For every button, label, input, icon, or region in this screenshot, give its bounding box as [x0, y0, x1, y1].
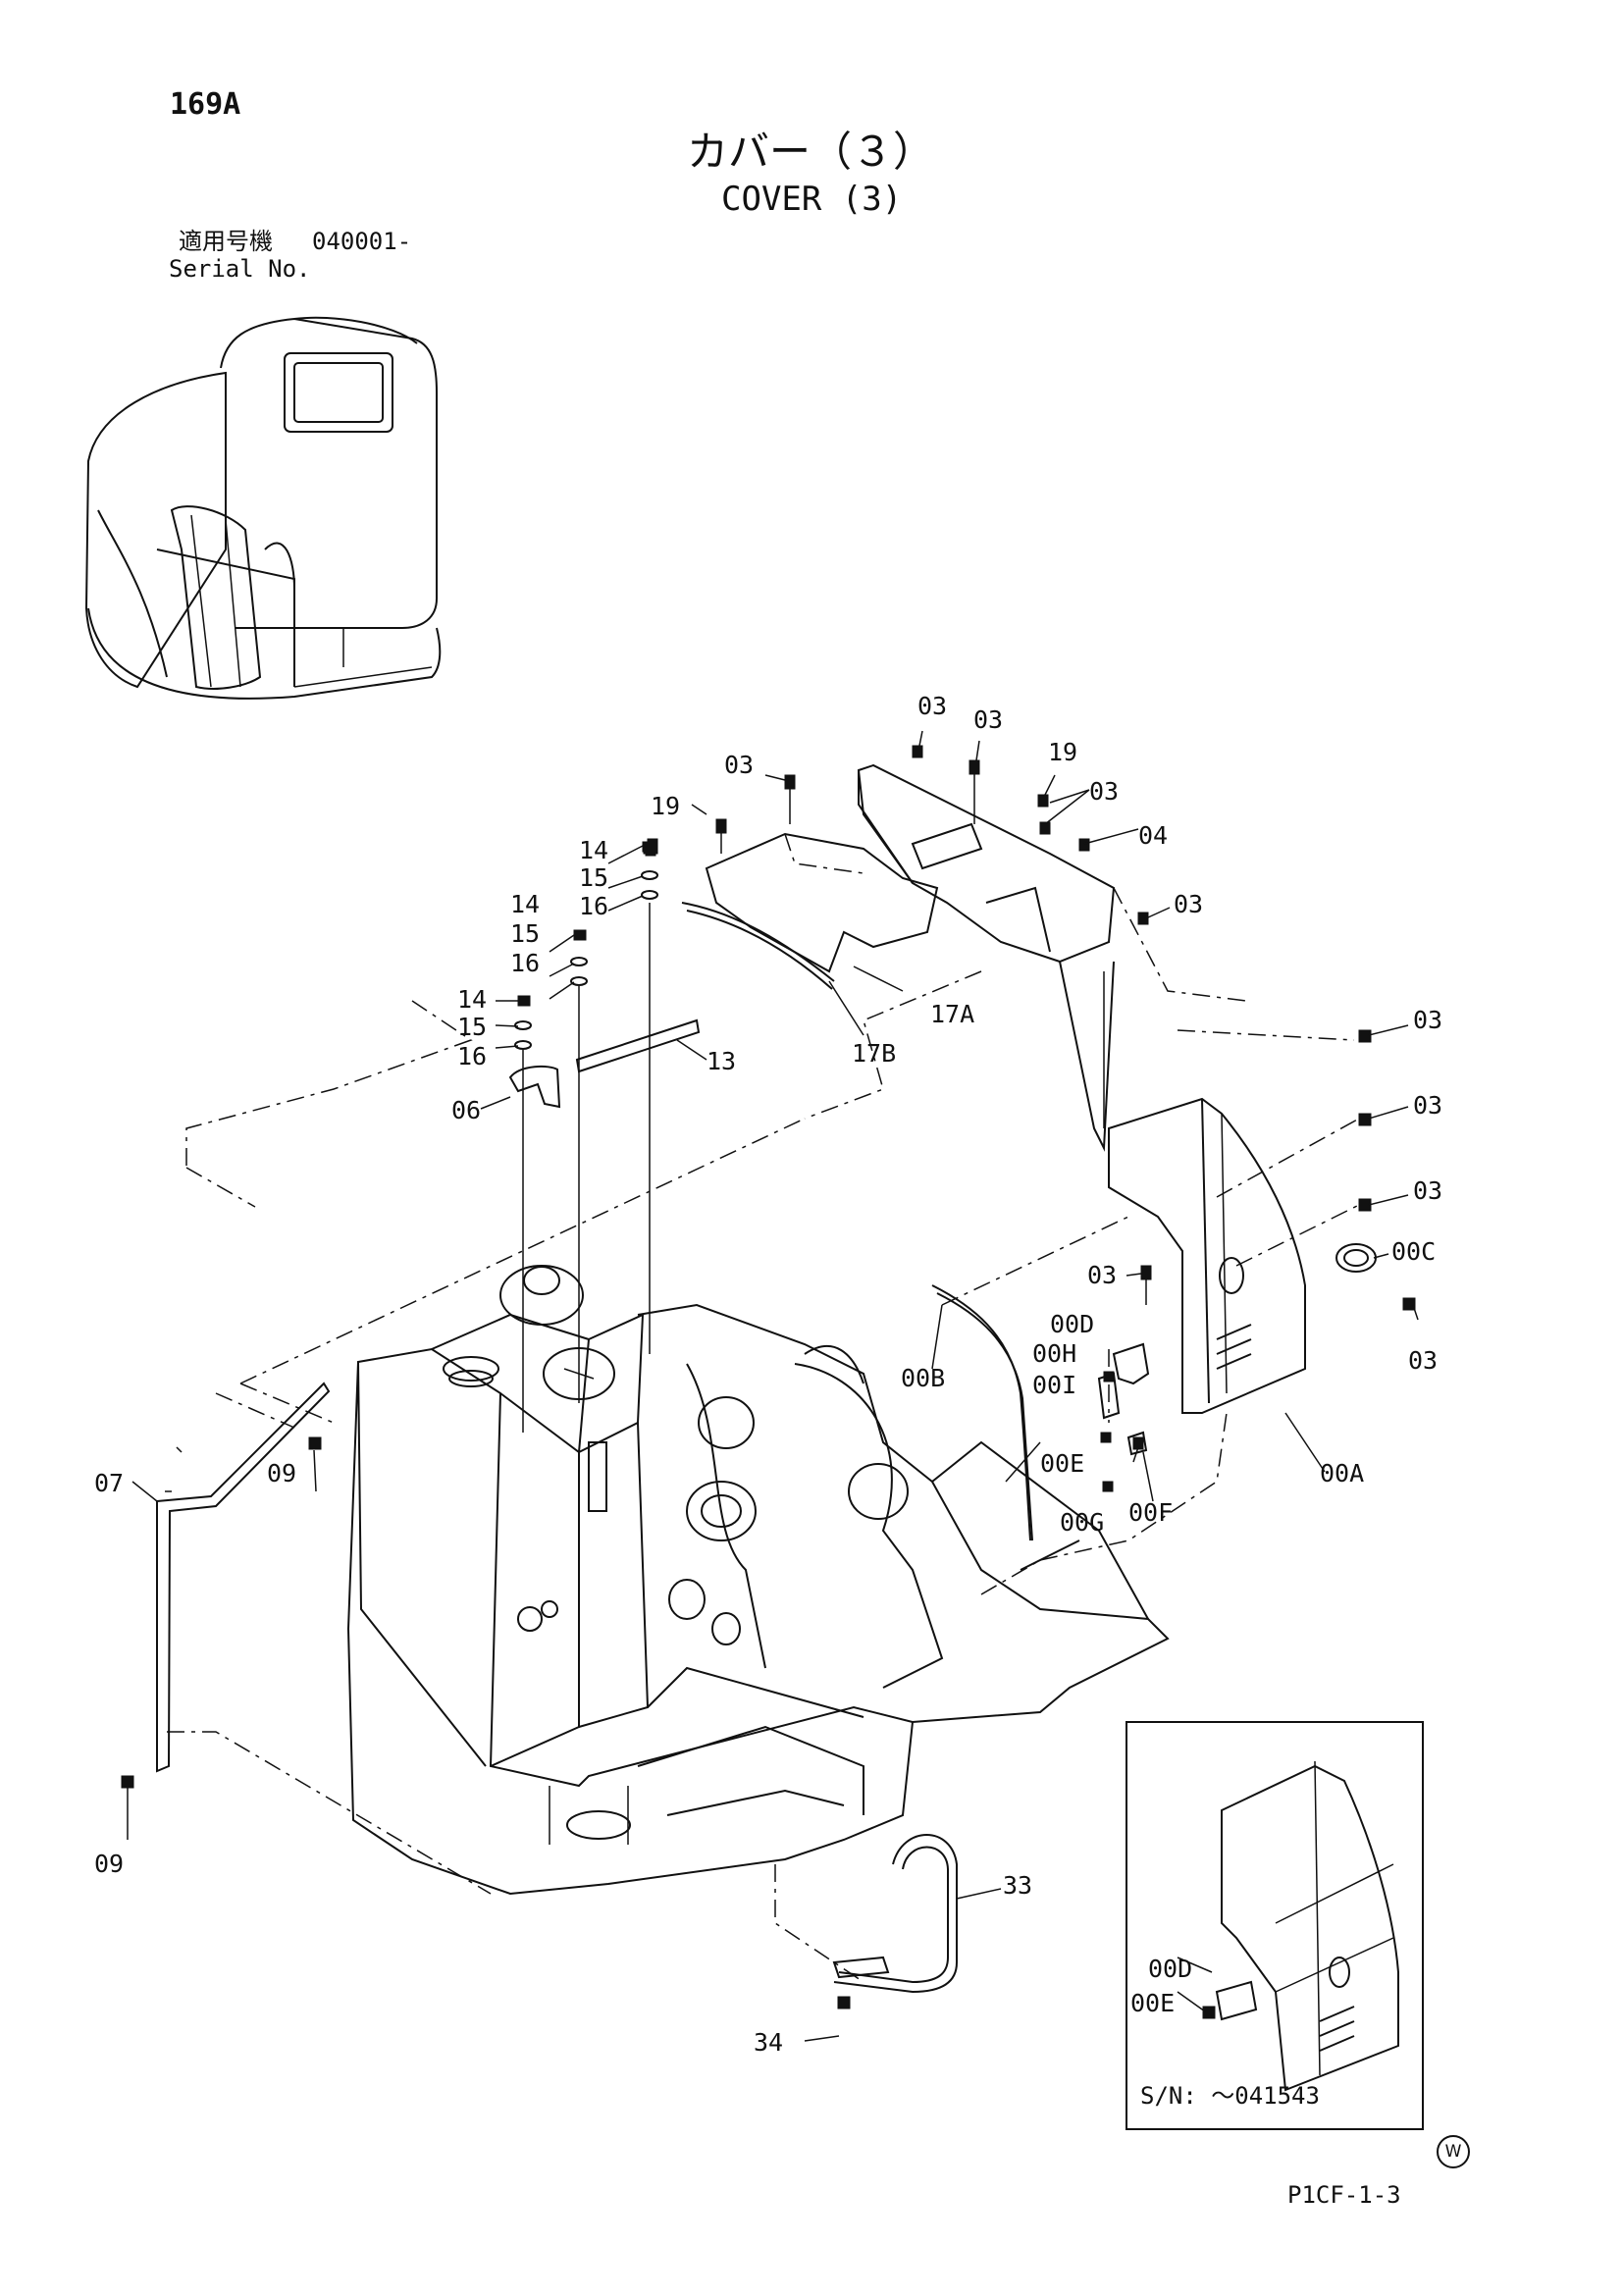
label-00G: 00G: [1060, 1508, 1104, 1537]
cover-17A-panel: [681, 763, 1116, 1152]
label-04: 04: [1138, 821, 1168, 850]
grab-handle-33: [832, 1834, 958, 1994]
label-16: 16: [457, 1042, 487, 1070]
label-03: 03: [1413, 1176, 1442, 1205]
label-19: 19: [651, 792, 680, 820]
serial-from: 040001-: [312, 228, 412, 255]
label-00E: 00E: [1040, 1449, 1084, 1478]
reference-code: P1CF-1-3: [1287, 2181, 1401, 2209]
label-00D: 00D: [1050, 1310, 1094, 1338]
label-03: 03: [724, 751, 754, 779]
label-34: 34: [754, 2028, 783, 2057]
label-00E: 00E: [1130, 1989, 1175, 2017]
label-13: 13: [707, 1047, 736, 1075]
handrail-07: [156, 1382, 331, 1773]
label-15: 15: [579, 863, 608, 892]
serial-label-japanese: 適用号機: [179, 228, 273, 255]
part-labels: 03 03 03 03 19 19 03 04 03 14 15 16 14 1…: [94, 692, 1442, 2057]
label-03: 03: [1413, 1006, 1442, 1034]
label-06: 06: [451, 1096, 481, 1124]
label-16: 16: [579, 892, 608, 920]
label-00C: 00C: [1391, 1237, 1436, 1266]
inset-serial-range: S/N: ～041543: [1140, 2082, 1320, 2110]
label-00H: 00H: [1032, 1339, 1076, 1368]
label-03: 03: [917, 692, 947, 720]
label-00B: 00B: [901, 1364, 945, 1392]
inset-variant-box: [1126, 1721, 1424, 2130]
label-16: 16: [510, 949, 540, 977]
title-japanese: カバー（３）: [687, 128, 935, 176]
page-number: 169A: [170, 87, 241, 122]
label-leaders: [127, 730, 1419, 2042]
bracket-06: [508, 1065, 561, 1109]
cover-00A: [1108, 1097, 1377, 1414]
label-07: 07: [94, 1469, 124, 1497]
circled-w-mark: W: [1437, 2135, 1470, 2168]
label-03: 03: [1089, 777, 1119, 806]
label-03: 03: [1408, 1346, 1438, 1375]
label-15: 15: [510, 919, 540, 948]
label-03: 03: [973, 705, 1003, 734]
label-17A: 17A: [930, 1000, 974, 1028]
title-english: COVER (3): [721, 180, 903, 219]
label-03: 03: [1174, 890, 1203, 918]
bar-13: [575, 1018, 701, 1073]
label-09: 09: [267, 1459, 296, 1487]
label-17B: 17B: [852, 1039, 896, 1068]
label-03: 03: [1413, 1091, 1442, 1120]
label-09: 09: [94, 1850, 124, 1878]
label-00I: 00I: [1032, 1371, 1076, 1399]
vertical-posts: [508, 903, 701, 1433]
label-33: 33: [1003, 1871, 1032, 1900]
label-00A: 00A: [1320, 1459, 1364, 1487]
label-03: 03: [1087, 1261, 1117, 1289]
label-19: 19: [1048, 738, 1077, 766]
label-15: 15: [457, 1013, 487, 1041]
seal-00B: [931, 1284, 1033, 1541]
label-14: 14: [510, 890, 540, 918]
machine-overview-illustration: [84, 316, 442, 700]
label-14: 14: [457, 985, 487, 1014]
main-frame-assembly: [346, 1265, 1170, 1896]
serial-label-english: Serial No.: [169, 255, 311, 283]
label-14: 14: [579, 836, 608, 864]
assembly-leader-lines: [167, 887, 1360, 1983]
label-00F: 00F: [1128, 1498, 1173, 1527]
label-00D: 00D: [1148, 1955, 1192, 1983]
